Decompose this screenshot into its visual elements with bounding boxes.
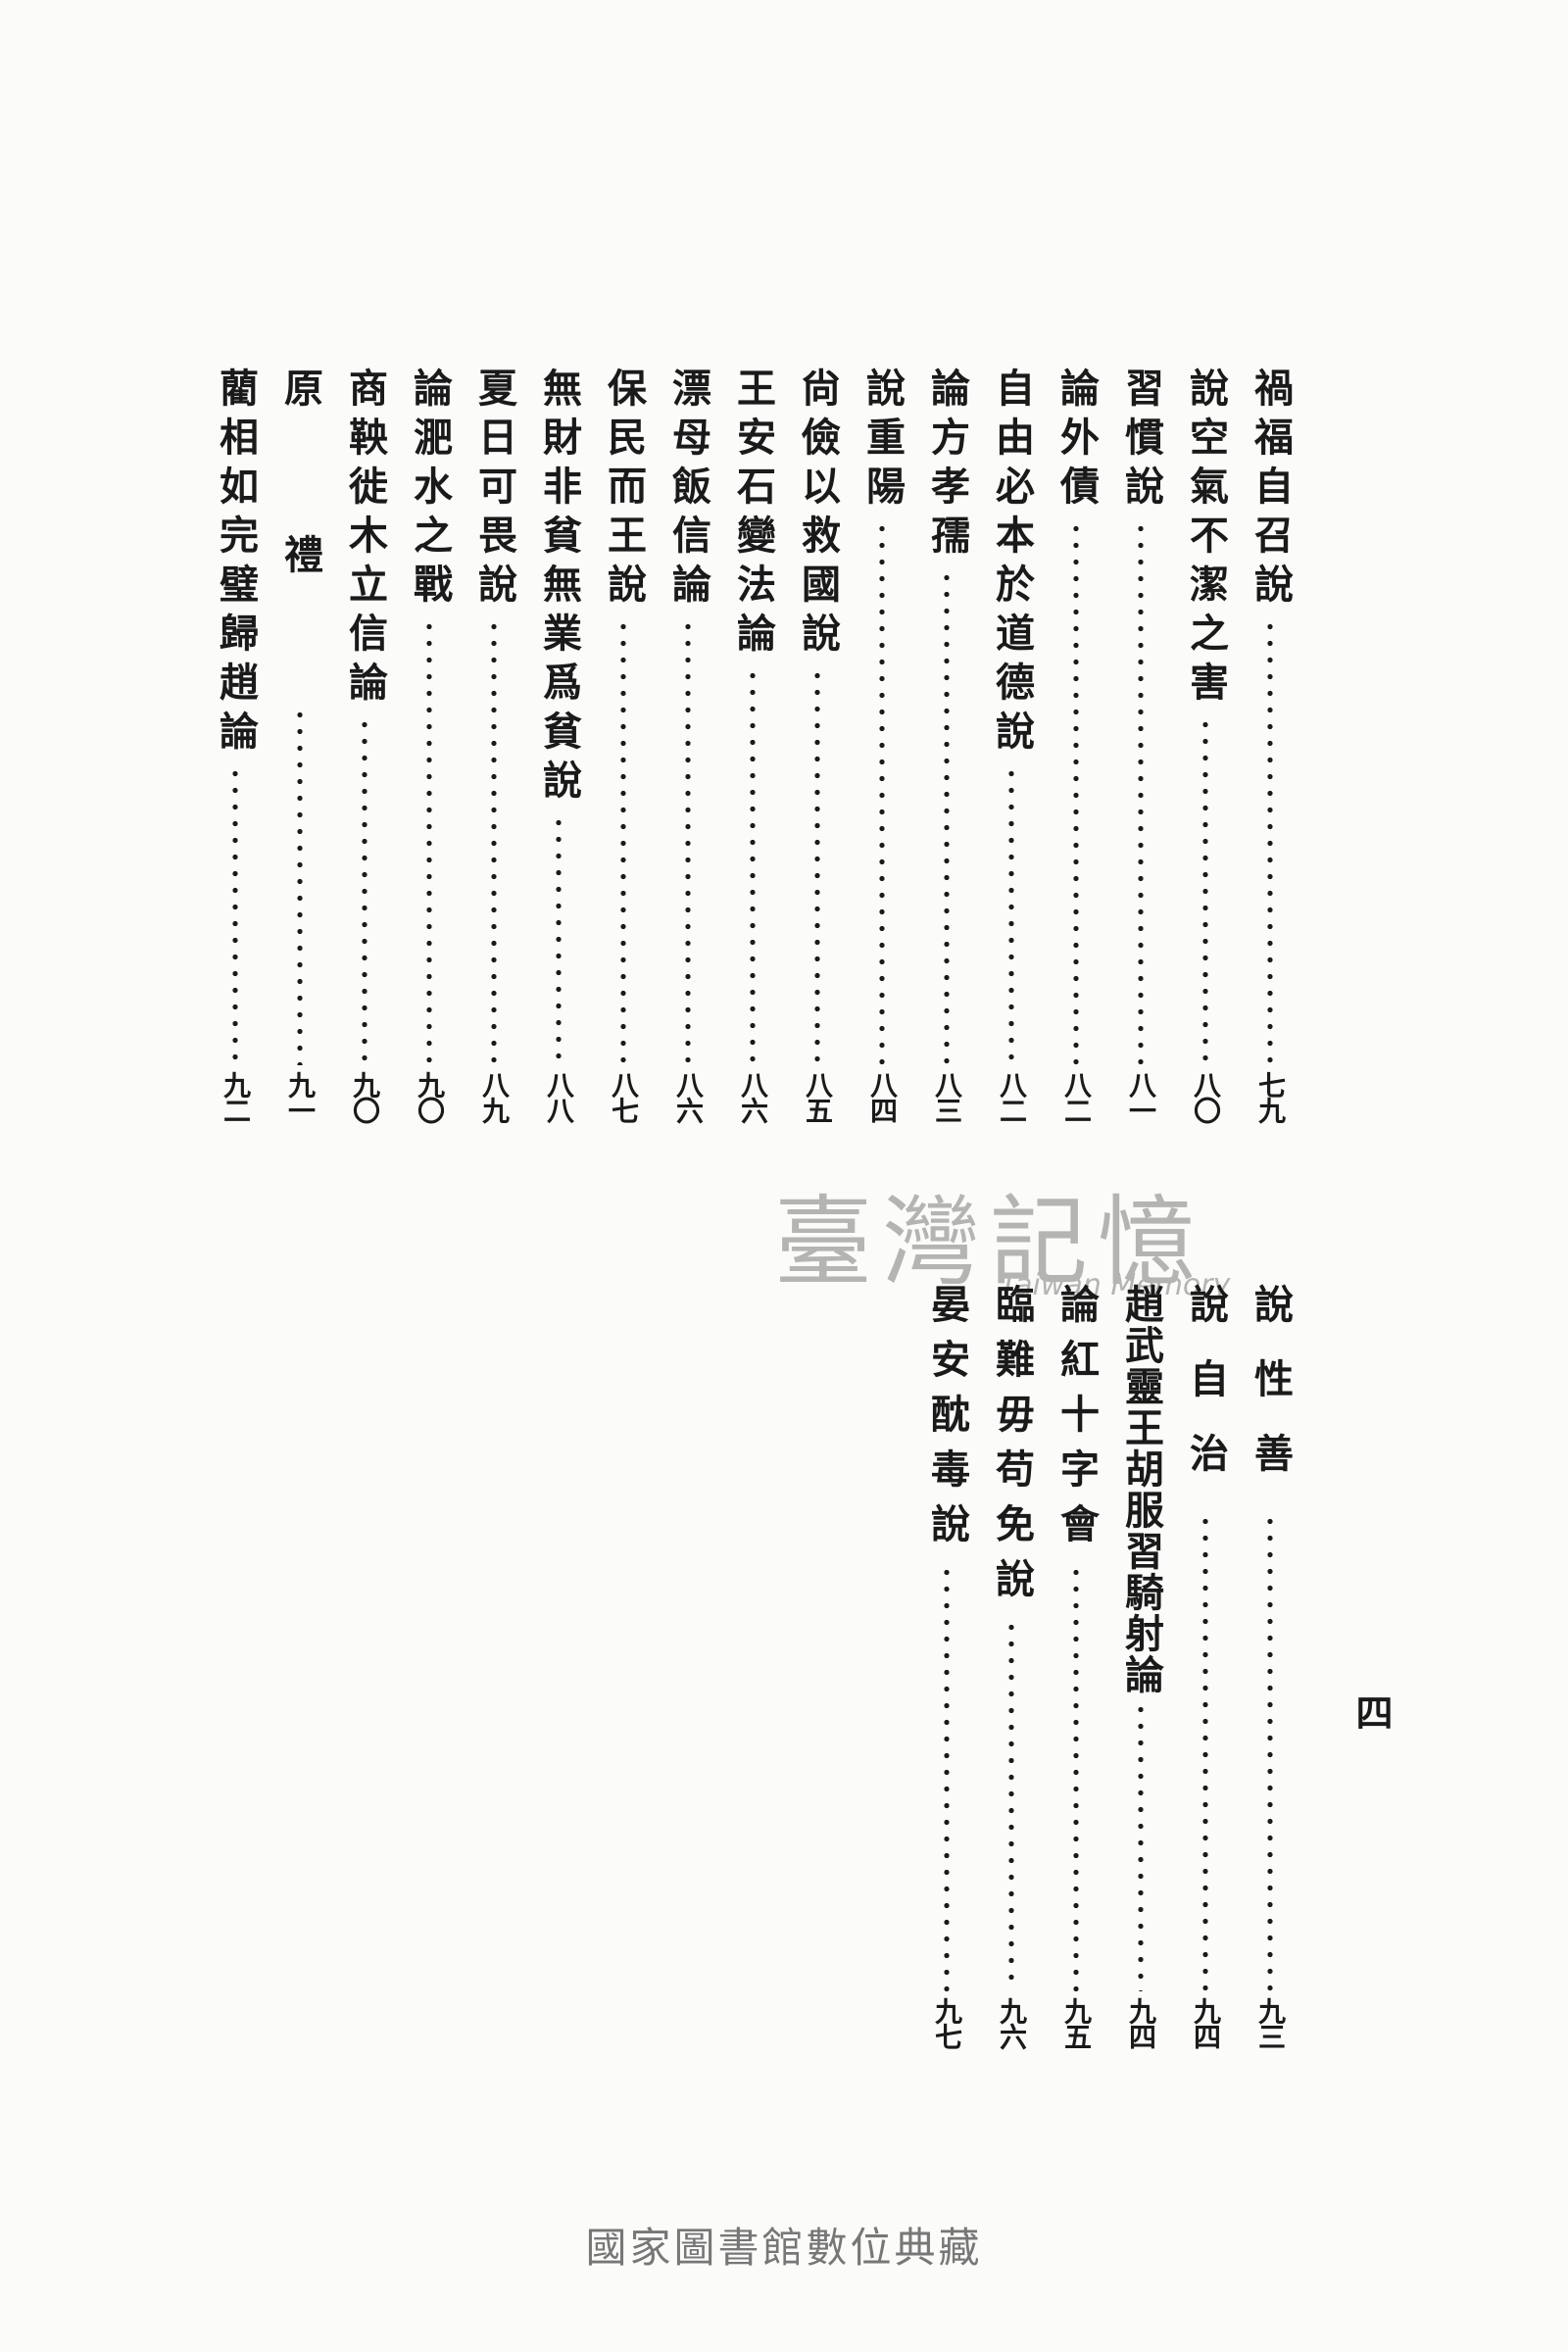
dot-leader <box>1202 1513 1208 1991</box>
toc-entry: 尙儉以救國說 八五 <box>790 368 845 1122</box>
toc-entry-title: 趙武靈王胡服習騎射論 <box>1118 1284 1164 1695</box>
toc-entry-title: 商鞅徙木立信論 <box>342 368 388 710</box>
toc-entry-title: 說自治 <box>1183 1284 1229 1507</box>
toc-entry-title: 王安石變法論 <box>730 368 776 662</box>
toc-entry-page: 九七 <box>931 1997 963 2048</box>
watermark-english: Taiwan Memory <box>1000 1268 1231 1302</box>
toc-entry-title: 原禮 <box>277 368 323 701</box>
dot-leader <box>1008 1619 1014 1991</box>
watermark: 臺灣記憶 Taiwan Memory <box>774 1162 1230 1304</box>
toc-entry-page: 八八 <box>543 1071 575 1122</box>
toc-entry-page: 八二 <box>1060 1071 1093 1122</box>
toc-entry: 說空氣不潔之害 八〇 <box>1178 368 1233 1122</box>
dot-leader <box>750 667 756 1065</box>
toc-entry-title: 藺相如完璧歸趙論 <box>213 368 259 760</box>
toc-entry-title: 臨難毋苟免說 <box>989 1284 1035 1613</box>
toc-entry-title: 習慣說 <box>1118 368 1164 514</box>
toc-entry-page: 八〇 <box>1190 1071 1222 1122</box>
toc-entry-title: 自由必本於道德說 <box>989 368 1035 760</box>
toc-entry-page: 八二 <box>996 1071 1028 1122</box>
toc-entry-title: 說空氣不潔之害 <box>1183 368 1229 710</box>
toc-entry: 論淝水之戰 九〇 <box>402 368 457 1122</box>
watermark-chinese: 臺灣記憶 <box>774 1185 1205 1299</box>
toc-entry: 保民而王說 八七 <box>596 368 651 1122</box>
toc-entry: 論紅十字會 九五 <box>1049 1284 1103 2048</box>
toc-entry-title: 禍福自召說 <box>1248 368 1294 612</box>
page-number: 四 <box>1349 1693 1394 1731</box>
toc-entry-title: 無財非貧無業爲貧說 <box>536 368 582 808</box>
dot-leader <box>944 1564 950 1991</box>
toc-entry: 說性善 九三 <box>1243 1284 1298 2048</box>
dot-leader <box>814 667 820 1065</box>
toc-entry-page: 八六 <box>672 1071 705 1122</box>
dot-leader <box>556 814 562 1065</box>
toc-entry-title: 論外債 <box>1054 368 1100 514</box>
footer-source: 國家圖書館數位典藏 <box>585 2224 983 2272</box>
toc-entry: 商鞅徙木立信論 九〇 <box>337 368 392 1122</box>
dot-leader <box>1073 520 1079 1065</box>
toc-entry: 論方孝孺 八三 <box>919 368 974 1122</box>
toc-entry-page: 九四 <box>1125 1997 1157 2048</box>
toc-entry-title: 尙儉以救國說 <box>795 368 841 662</box>
dot-leader <box>944 569 950 1065</box>
toc-entry: 藺相如完璧歸趙論 九二 <box>208 368 263 1122</box>
toc-entry: 王安石變法論 八六 <box>725 368 780 1122</box>
toc-entry: 自由必本於道德說 八二 <box>984 368 1039 1122</box>
toc-entry-title: 晏安酖毒說 <box>924 1284 970 1558</box>
toc-entry-title: 論紅十字會 <box>1054 1284 1100 1558</box>
toc-entry: 漂母飯信論 八六 <box>661 368 715 1122</box>
dot-leader <box>1202 716 1208 1065</box>
dot-leader <box>1267 1513 1273 1991</box>
toc-entry-title: 說性善 <box>1248 1284 1294 1507</box>
toc-entry-title: 說重陽 <box>859 368 906 514</box>
toc-entry-page: 九一 <box>284 1071 317 1122</box>
toc-entry-page: 九〇 <box>349 1071 381 1122</box>
dot-leader <box>1267 618 1273 1065</box>
dot-leader <box>362 716 368 1065</box>
toc-entry-page: 八九 <box>478 1071 511 1122</box>
toc-entry: 禍福自召說 七九 <box>1243 368 1298 1122</box>
toc-entry: 習慣說 八一 <box>1113 368 1168 1122</box>
dot-leader <box>685 618 691 1065</box>
dot-leader <box>620 618 626 1065</box>
toc-entry-page: 九四 <box>1190 1997 1222 2048</box>
toc-entry-title: 論淝水之戰 <box>407 368 453 612</box>
toc-entry-page: 七九 <box>1254 1071 1287 1122</box>
toc-entry-page: 九五 <box>1060 1997 1093 2048</box>
toc-entry-page: 八七 <box>608 1071 640 1122</box>
dot-leader <box>426 618 432 1065</box>
dot-leader <box>297 707 303 1065</box>
toc-entry: 說重陽 八四 <box>855 368 909 1122</box>
toc-entry-page: 九六 <box>996 1997 1028 2048</box>
toc-entry-page: 八四 <box>866 1071 899 1122</box>
toc-entry: 論外債 八二 <box>1049 368 1103 1122</box>
dot-leader <box>491 618 497 1065</box>
toc-entry: 無財非貧無業爲貧說 八八 <box>531 368 586 1122</box>
dot-leader <box>1073 1564 1079 1991</box>
toc-entry-title: 夏日可畏說 <box>471 368 517 612</box>
toc-entry-page: 八一 <box>1125 1071 1157 1122</box>
dot-leader <box>1138 520 1144 1065</box>
toc-entry: 晏安酖毒說 九七 <box>919 1284 974 2048</box>
dot-leader <box>879 520 885 1065</box>
toc-entry: 說自治 九四 <box>1178 1284 1233 2048</box>
dot-leader <box>232 765 238 1065</box>
toc-entry: 臨難毋苟免說 九六 <box>984 1284 1039 2048</box>
toc-entry-page: 九二 <box>220 1071 252 1122</box>
toc-entry-page: 八六 <box>737 1071 769 1122</box>
toc-entry-page: 九三 <box>1254 1997 1287 2048</box>
toc-entry-page: 九〇 <box>414 1071 446 1122</box>
toc-entry-page: 八五 <box>802 1071 834 1122</box>
toc-entry-title: 漂母飯信論 <box>665 368 711 612</box>
toc-entry: 夏日可畏說 八九 <box>466 368 521 1122</box>
toc-entry: 趙武靈王胡服習騎射論 九四 <box>1113 1284 1168 2048</box>
dot-leader <box>1008 765 1014 1065</box>
dot-leader <box>1138 1701 1144 1991</box>
toc-entry: 原禮 九一 <box>272 368 327 1122</box>
toc-entry-title: 保民而王說 <box>601 368 647 612</box>
toc-entry-title: 論方孝孺 <box>924 368 970 564</box>
toc-entry-page: 八三 <box>931 1071 963 1122</box>
